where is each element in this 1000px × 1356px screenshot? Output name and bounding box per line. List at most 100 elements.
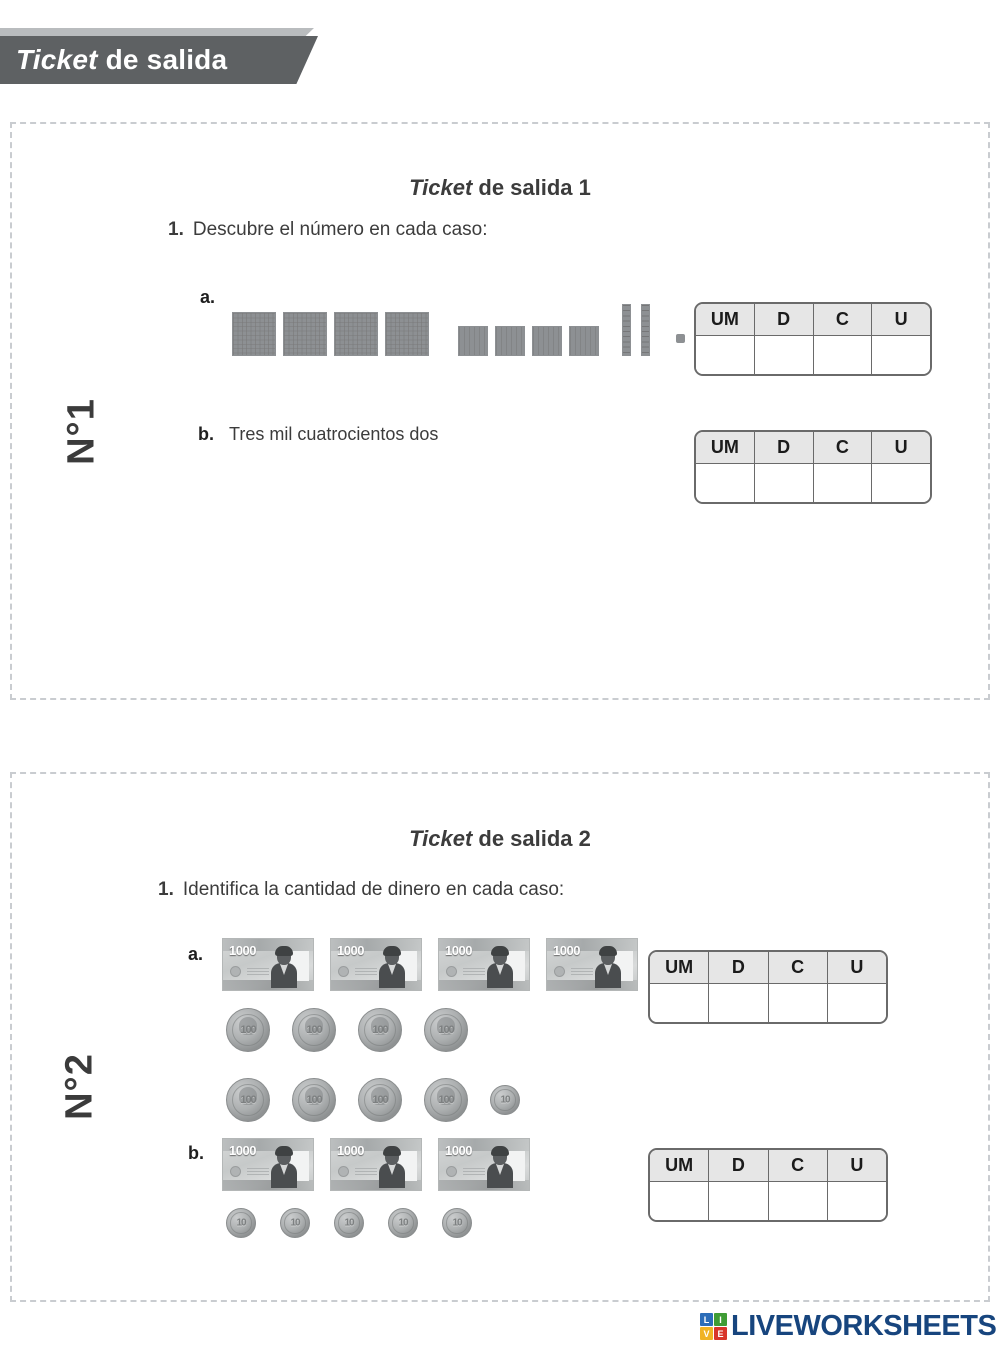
ticket-1-item-b-text: Tres mil cuatrocientos dos — [229, 424, 439, 444]
coin-100: 100 — [424, 1008, 468, 1052]
liveworksheets-logo[interactable]: L I V E LIVEWORKSHEETS — [700, 1310, 997, 1343]
header-u: U — [850, 1155, 864, 1175]
banknote-1000: 1000 — [222, 938, 314, 991]
coin-denomination: 10 — [290, 1217, 300, 1229]
banknote-denomination: 1000 — [445, 1143, 472, 1158]
banknote-bottom-band — [439, 1180, 529, 1190]
answer-cell-d[interactable] — [709, 984, 769, 1022]
coin-100: 100 — [226, 1078, 270, 1122]
ticket-section-1 — [10, 122, 990, 700]
answer-cell-c[interactable] — [768, 1182, 828, 1220]
hundred-block — [532, 326, 562, 356]
logo-tile-l: L — [700, 1313, 713, 1326]
answer-cell-c[interactable] — [813, 336, 873, 374]
logo-tile-e: E — [714, 1327, 727, 1340]
coin-denomination: 100 — [438, 1094, 454, 1106]
coin-10: 10 — [334, 1208, 364, 1238]
answer-cell-um[interactable] — [696, 336, 755, 374]
table-header-row: UM D C U — [650, 1150, 886, 1182]
place-value-table-1b[interactable]: UM D C U — [694, 430, 932, 504]
coin-100: 100 — [358, 1078, 402, 1122]
banknote-denomination: 1000 — [229, 943, 256, 958]
answer-cell-d[interactable] — [754, 336, 814, 374]
banknote-portrait-icon — [487, 1146, 513, 1188]
banknote-microtext — [463, 1168, 485, 1176]
header-u: U — [894, 437, 908, 457]
header-um: UM — [696, 432, 755, 463]
coin-denomination: 100 — [240, 1094, 256, 1106]
header-um: UM — [650, 952, 710, 983]
banknote-microtext — [463, 968, 485, 976]
header-d: D — [709, 952, 769, 983]
ticket-2-instruction: 1.Identifica la cantidad de dinero en ca… — [158, 879, 564, 901]
header-d: D — [709, 1150, 769, 1181]
banknote-bottom-band — [331, 980, 421, 990]
header-d: D — [755, 304, 814, 335]
ticket-2-title-rest: de salida 2 — [478, 826, 591, 851]
coin-100: 100 — [424, 1078, 468, 1122]
header-u: U — [850, 957, 864, 977]
banknote-seal-icon — [230, 1166, 241, 1177]
thousand-block — [283, 312, 327, 356]
banknote-1000: 1000 — [222, 1138, 314, 1191]
banner-title-bold: de salida — [105, 44, 228, 75]
ticket-1-title: Ticket de salida 1 — [10, 175, 990, 201]
coin-10: 10 — [226, 1208, 256, 1238]
coin-row-2a-first: 100 100 100 100 — [226, 1008, 490, 1052]
place-value-table-2b[interactable]: UM D C U — [648, 1148, 888, 1222]
ticket-2-instruction-text: Identifica la cantidad de dinero en cada… — [182, 879, 565, 900]
ticket-1-title-italic: Ticket — [409, 175, 473, 200]
answer-cell-c[interactable] — [813, 464, 873, 502]
coin-10: 10 — [280, 1208, 310, 1238]
answer-cell-u[interactable] — [827, 1182, 886, 1220]
banknote-seal-icon — [554, 966, 565, 977]
ticket-2-title-italic: Ticket — [409, 826, 473, 851]
logo-tile-i: I — [714, 1313, 727, 1326]
banknote-seal-icon — [230, 966, 241, 977]
banknote-portrait-icon — [379, 946, 405, 988]
answer-cell-d[interactable] — [709, 1182, 769, 1220]
answer-cell-um[interactable] — [650, 1182, 710, 1220]
banner-body — [0, 36, 296, 84]
answer-cell-u[interactable] — [872, 464, 930, 502]
banknote-1000: 1000 — [330, 1138, 422, 1191]
coin-10: 10 — [490, 1085, 520, 1115]
coin-row-2b: 10 10 10 10 10 — [226, 1208, 496, 1238]
coin-denomination: 10 — [398, 1217, 408, 1229]
ticket-2-item-a-letter: a. — [188, 944, 204, 964]
coin-denomination: 10 — [344, 1217, 354, 1229]
coin-10: 10 — [388, 1208, 418, 1238]
banknote-row-2a: 1000 1000 1000 1000 — [222, 938, 654, 991]
logo-tile-v: V — [700, 1327, 713, 1340]
coin-denomination: 10 — [236, 1217, 246, 1229]
answer-cell-u[interactable] — [872, 336, 930, 374]
answer-cell-u[interactable] — [827, 984, 886, 1022]
coin-100: 100 — [358, 1008, 402, 1052]
ticket-1-item-b-letter: b. — [198, 424, 214, 444]
ticket-1-instruction-number: 1. — [168, 219, 184, 240]
thousand-block — [385, 312, 429, 356]
answer-cell-c[interactable] — [768, 984, 828, 1022]
banknote-denomination: 1000 — [445, 943, 472, 958]
banknote-bottom-band — [547, 980, 637, 990]
base-ten-blocks-group — [232, 296, 716, 356]
banknote-microtext — [355, 1168, 377, 1176]
coin-denomination: 100 — [306, 1094, 322, 1106]
answer-cell-um[interactable] — [696, 464, 755, 502]
place-value-table-1a[interactable]: UM D C U — [694, 302, 932, 376]
coin-row-2a-second: 100 100 100 100 10 — [226, 1078, 544, 1122]
unit-cube — [676, 334, 685, 343]
answer-cell-d[interactable] — [754, 464, 814, 502]
answer-cell-um[interactable] — [650, 984, 710, 1022]
banknote-microtext — [247, 968, 269, 976]
banknote-portrait-icon — [595, 946, 621, 988]
coin-100: 100 — [226, 1008, 270, 1052]
coin-denomination: 100 — [306, 1024, 322, 1036]
place-value-table-2a[interactable]: UM D C U — [648, 950, 888, 1024]
ticket-1-instruction-text: Descubre el número en cada caso: — [192, 219, 488, 240]
banner-title-italic: Ticket — [16, 44, 98, 75]
table-header-row: UM D C U — [696, 432, 930, 464]
banknote-bottom-band — [223, 980, 313, 990]
